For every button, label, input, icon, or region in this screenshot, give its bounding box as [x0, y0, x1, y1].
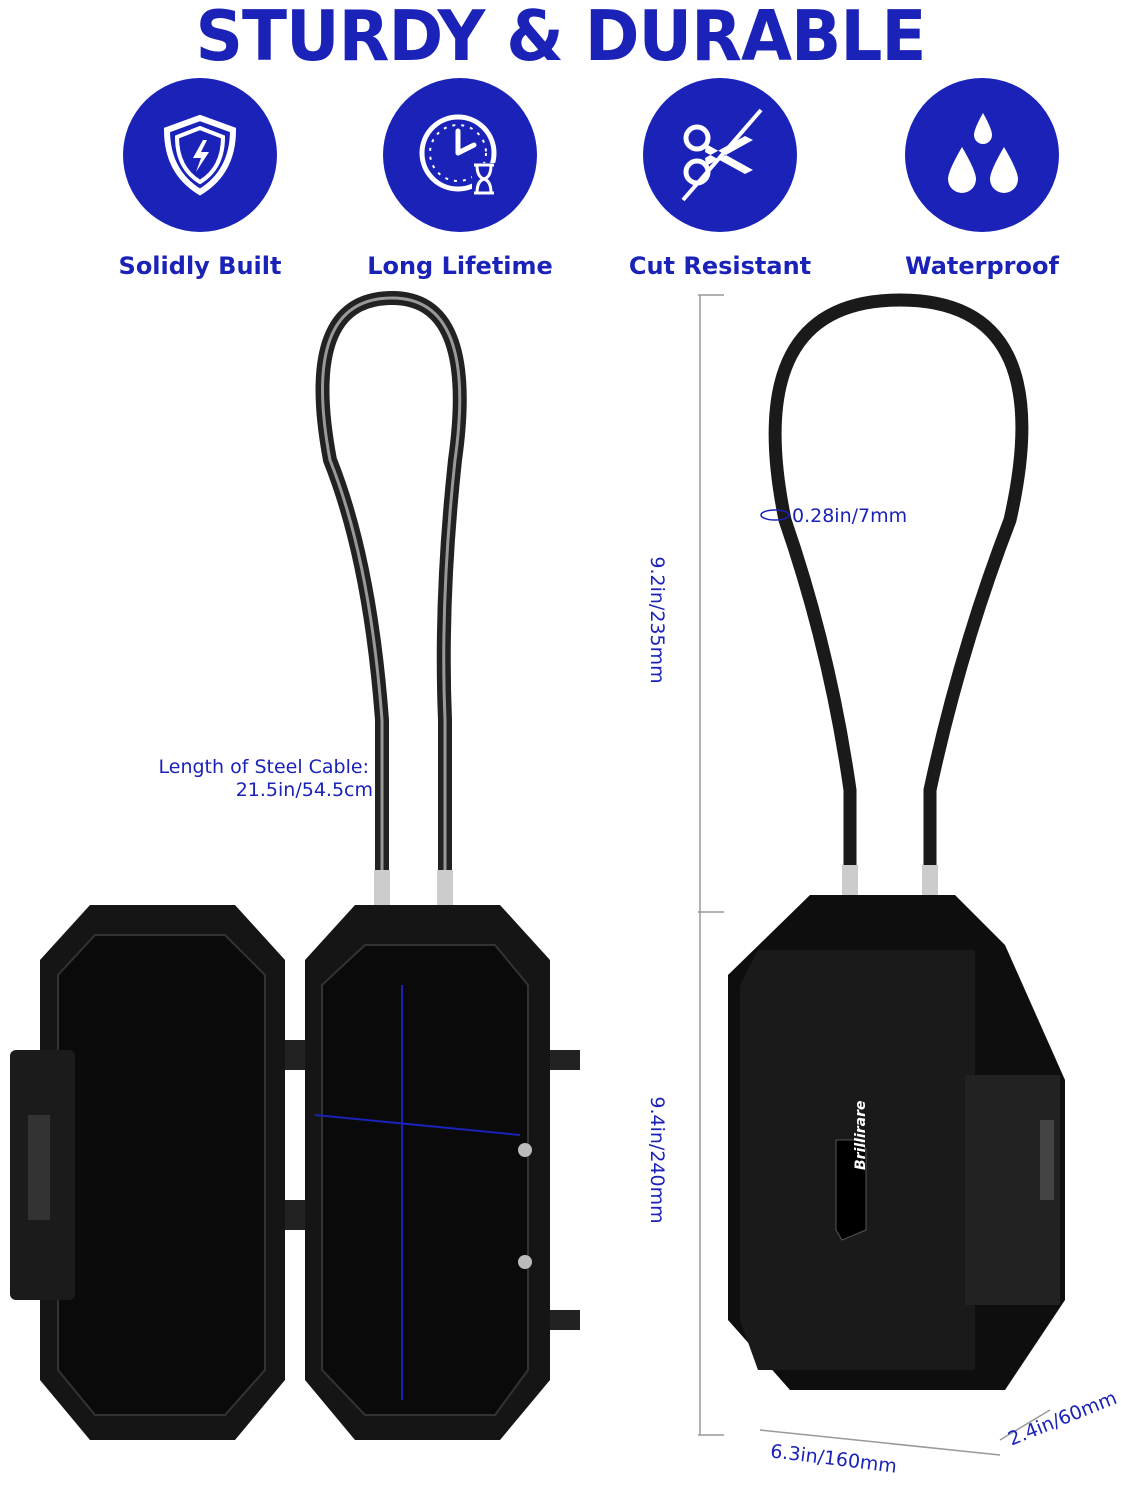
cable-length-value: 21.5in/54.5cm — [235, 779, 373, 801]
feature-label: Waterproof — [905, 252, 1059, 280]
feature-label: Cut Resistant — [628, 252, 812, 280]
feature-long-lifetime: Long Lifetime — [360, 78, 560, 280]
feature-waterproof: Waterproof — [882, 78, 1082, 280]
cable-length-label: Length of Steel Cable: — [158, 756, 369, 778]
feature-label: Solidly Built — [118, 252, 282, 280]
cable-height: 9.2in/235mm — [646, 556, 668, 684]
water-drops-icon — [905, 78, 1059, 232]
clock-hourglass-icon — [383, 78, 537, 232]
shield-lightning-icon — [123, 78, 277, 232]
feature-cut-resistant: Cut Resistant — [620, 78, 820, 280]
brand-logo: Brillirare — [853, 1100, 869, 1170]
page-title: STURDY & DURABLE — [195, 0, 927, 77]
feature-label: Long Lifetime — [367, 252, 553, 280]
box-height: 9.4in/240mm — [646, 1096, 668, 1224]
feature-solidly-built: Solidly Built — [100, 78, 300, 280]
cable-diameter: 0.28in/7mm — [792, 505, 908, 527]
scissors-crossed-icon — [643, 78, 797, 232]
